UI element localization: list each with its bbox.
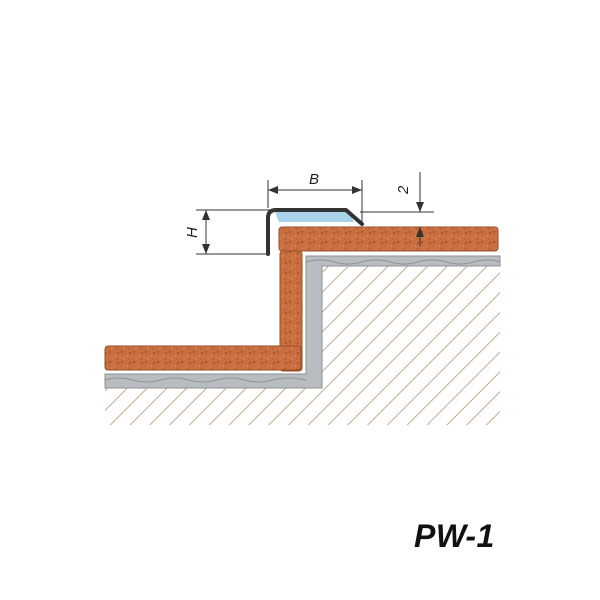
adhesive-layer: [104, 255, 501, 389]
dimension-h-label: H: [184, 227, 201, 238]
adhesive-wave-lower: [104, 377, 307, 383]
step-profile: [266, 208, 364, 256]
upper-substrate: [322, 266, 500, 425]
model-code: PW-1: [414, 518, 495, 554]
dimension-h: [196, 209, 270, 255]
dimension-b-label: B: [309, 171, 319, 188]
lower-tile: [104, 345, 302, 371]
upper-tile: [278, 226, 499, 252]
lower-substrate: [105, 388, 322, 425]
dimension-gap: [360, 172, 434, 246]
dimension-b: [267, 180, 363, 222]
dimension-gap-label: 2: [395, 185, 412, 195]
adhesive-wave-upper: [305, 259, 501, 265]
profile-insert: [275, 212, 354, 222]
riser-tile: [279, 250, 303, 372]
